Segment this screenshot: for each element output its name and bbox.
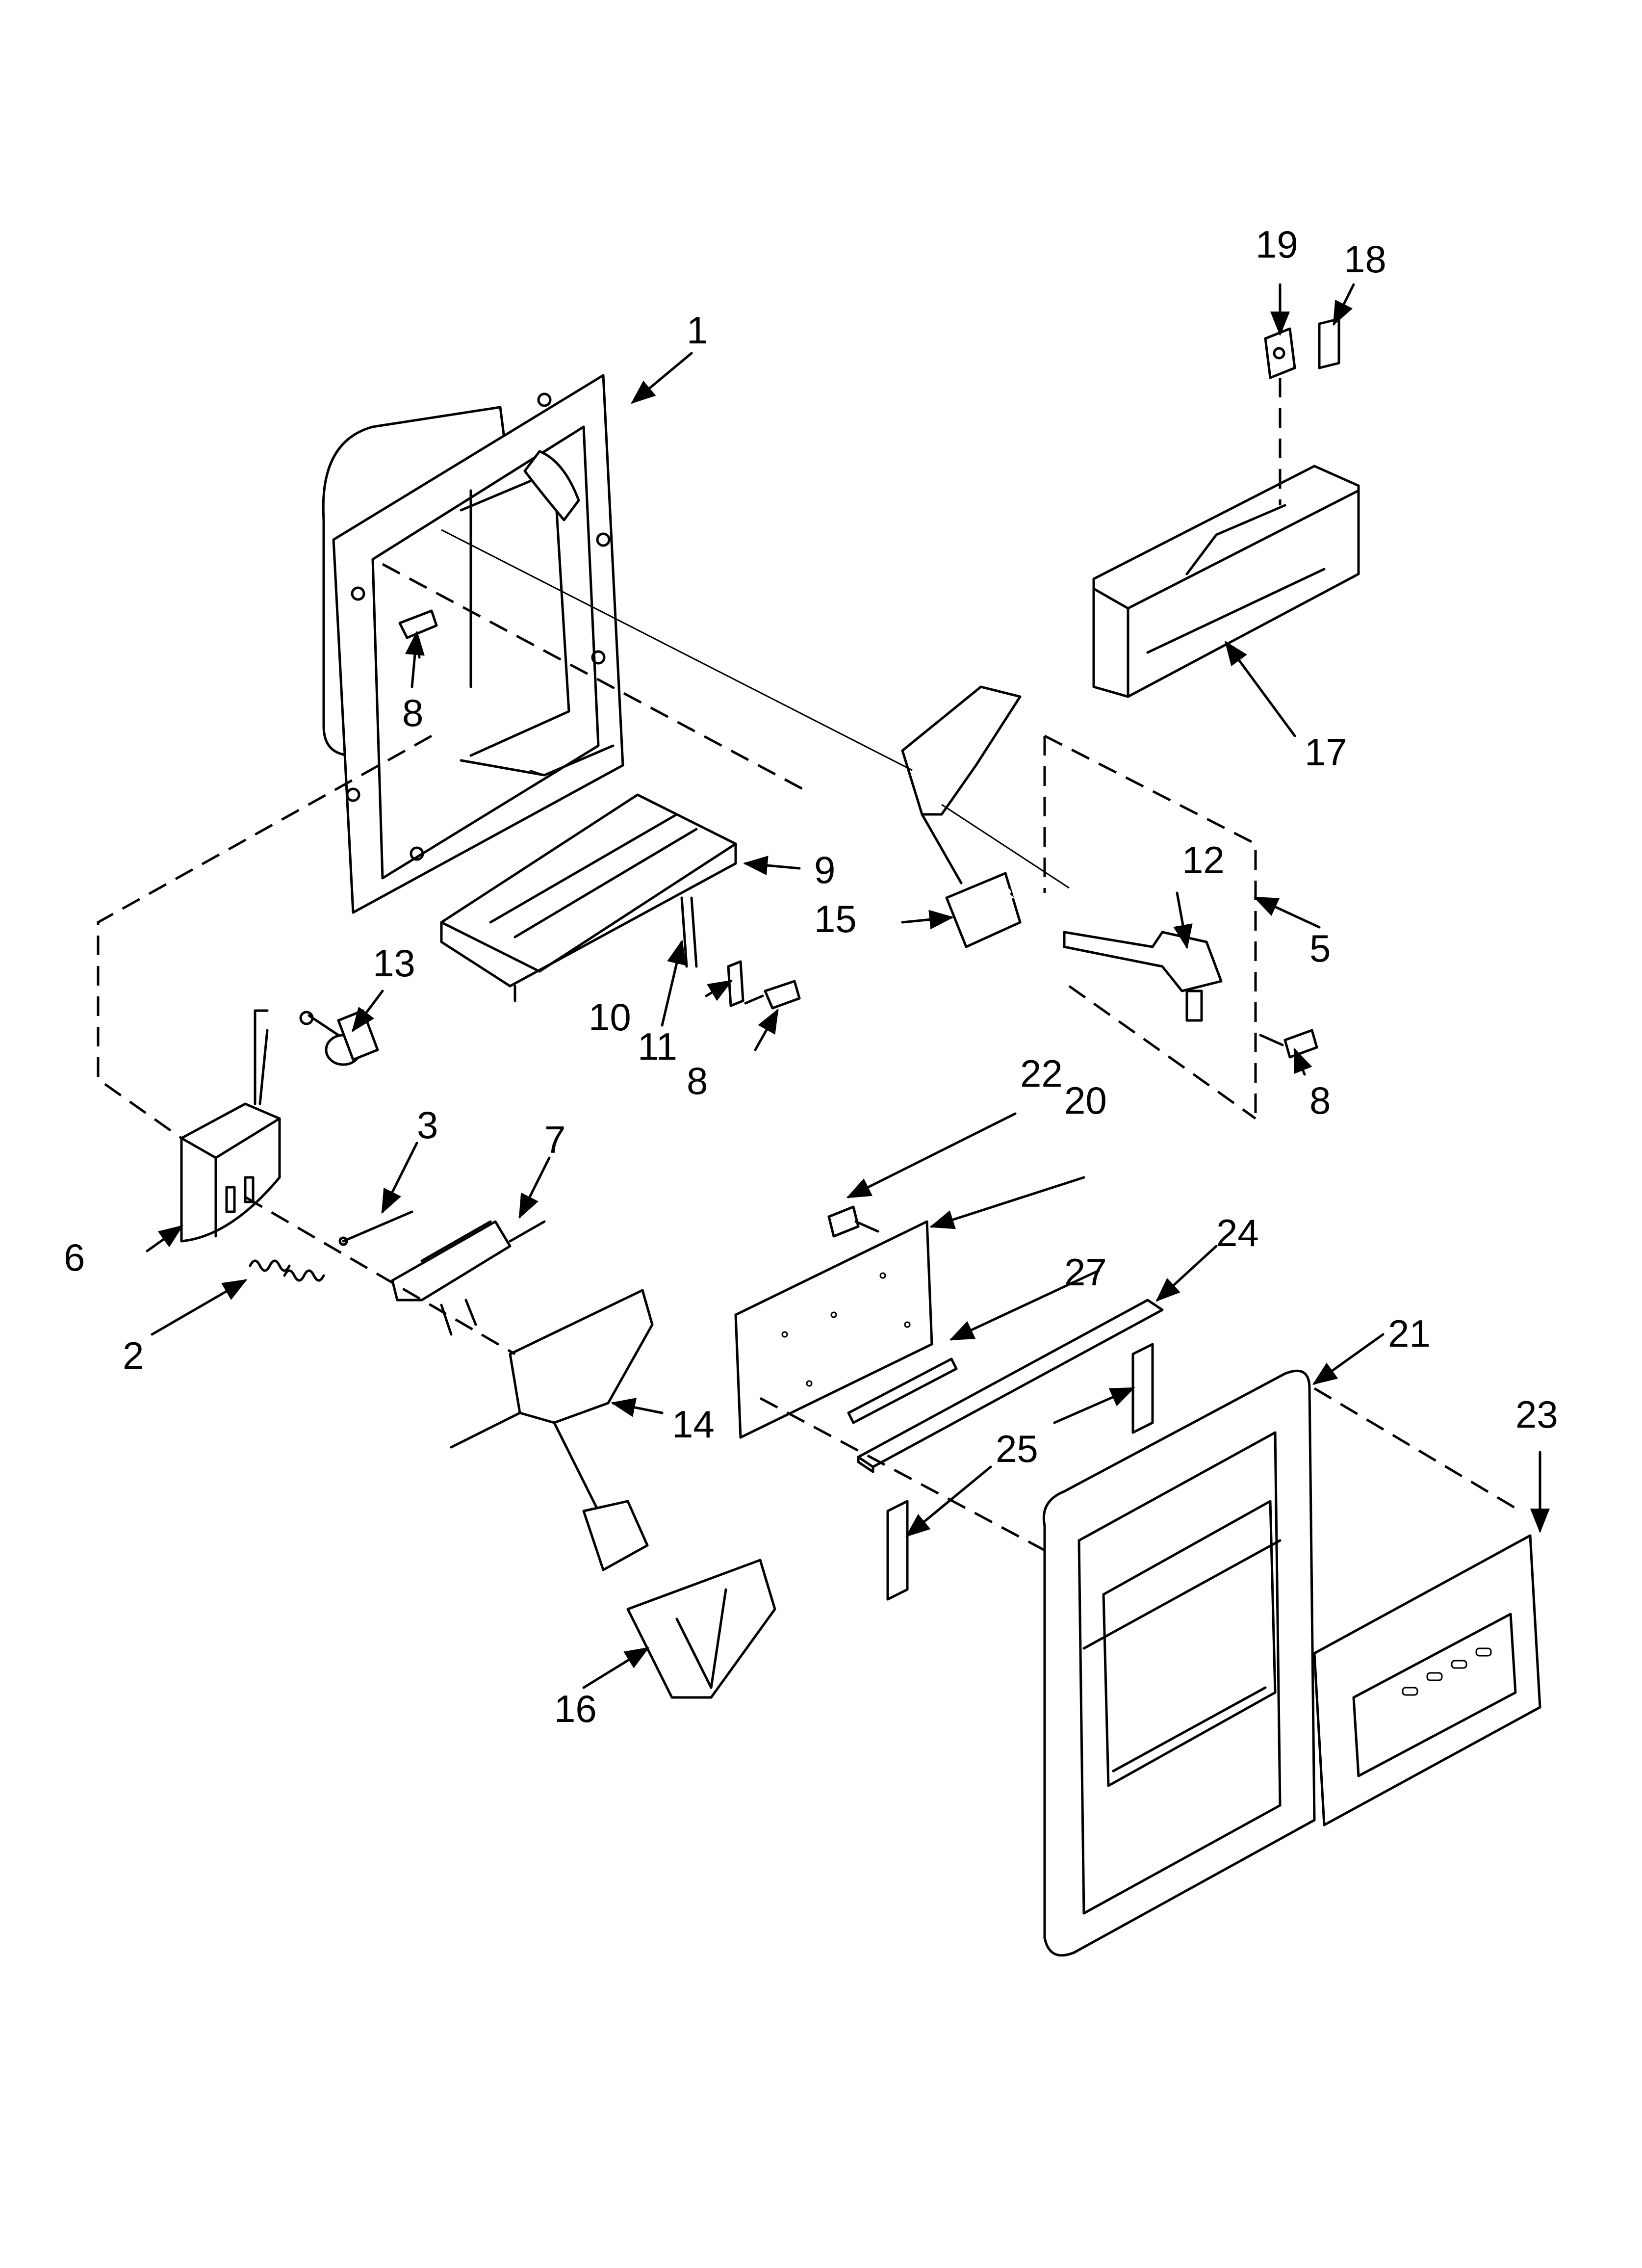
callout-20: 20 bbox=[1064, 1079, 1107, 1122]
foam-block-part-lower bbox=[886, 1500, 909, 1601]
callout-22: 22 bbox=[1020, 1052, 1063, 1095]
circuit-board-part bbox=[734, 1220, 933, 1439]
callout-6: 6 bbox=[64, 1236, 85, 1279]
drip-tray-part bbox=[440, 793, 737, 1002]
screw-part-right bbox=[1259, 1029, 1318, 1059]
callout-21: 21 bbox=[1388, 1312, 1431, 1355]
callout-25: 25 bbox=[996, 1427, 1038, 1470]
water-lever-part: WATER bbox=[901, 685, 1022, 948]
front-frame-part bbox=[1042, 1369, 1316, 1957]
module-bracket-part bbox=[1092, 465, 1360, 698]
callout-10: 10 bbox=[589, 995, 631, 1039]
ice-lever-part: ICE bbox=[450, 1289, 654, 1571]
board-screw-part bbox=[827, 1205, 879, 1238]
ice-chute-part bbox=[626, 1559, 776, 1699]
control-box-part bbox=[180, 1009, 281, 1243]
callout-13: 13 bbox=[373, 941, 415, 985]
callout-2: 2 bbox=[123, 1334, 144, 1377]
microswitch-part bbox=[1264, 327, 1296, 379]
callout-8-middle: 8 bbox=[687, 1059, 708, 1102]
clip-part bbox=[680, 896, 698, 968]
callout-9: 9 bbox=[814, 848, 835, 891]
callout-14: 14 bbox=[672, 1403, 715, 1446]
callout-16: 16 bbox=[554, 1687, 597, 1730]
callout-3: 3 bbox=[417, 1103, 438, 1147]
dispenser-housing-part bbox=[322, 374, 624, 914]
callout-7: 7 bbox=[544, 1118, 565, 1161]
callout-5: 5 bbox=[1309, 927, 1331, 970]
callout-labels: 1 2 3 5 6 7 8 8 8 9 10 11 12 13 14 15 16… bbox=[64, 223, 1558, 1730]
callout-8-upper: 8 bbox=[402, 691, 423, 734]
callout-23: 23 bbox=[1515, 1393, 1558, 1436]
spring-part bbox=[249, 1259, 325, 1282]
callout-24: 24 bbox=[1216, 1211, 1259, 1254]
foam-strip-part bbox=[857, 1299, 1164, 1473]
callout-27: 27 bbox=[1064, 1251, 1107, 1294]
callout-15: 15 bbox=[814, 897, 857, 940]
callout-8-right: 8 bbox=[1309, 1079, 1331, 1122]
callout-18: 18 bbox=[1344, 237, 1386, 281]
callout-11: 11 bbox=[638, 1025, 677, 1068]
callout-19: 19 bbox=[1256, 223, 1298, 266]
foam-block-part-upper bbox=[1131, 1343, 1154, 1434]
switch-arm-part bbox=[1063, 931, 1223, 1022]
motor-part bbox=[299, 1009, 379, 1066]
callout-17: 17 bbox=[1305, 730, 1347, 774]
leader-arrows bbox=[146, 283, 1550, 1689]
screw-part-middle bbox=[744, 980, 801, 1010]
assembly-lines bbox=[97, 378, 1521, 1552]
front-panel-part bbox=[1313, 1534, 1541, 1826]
pin-part bbox=[338, 1210, 413, 1246]
retainer-part bbox=[727, 960, 744, 1007]
actuator-part bbox=[391, 1220, 546, 1336]
kit-group-outline bbox=[1043, 734, 1257, 1120]
button-strip-part bbox=[847, 1357, 958, 1424]
callout-12: 12 bbox=[1182, 838, 1225, 882]
insulator-part bbox=[1318, 317, 1340, 369]
callout-1: 1 bbox=[687, 309, 708, 352]
